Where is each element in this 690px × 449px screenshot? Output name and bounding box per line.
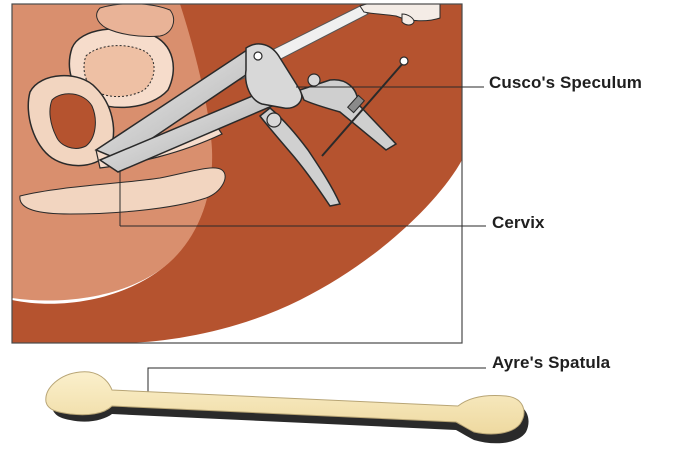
speculum-label: Cusco's Speculum [489, 73, 642, 93]
spatula-label: Ayre's Spatula [492, 353, 610, 373]
cervix-label: Cervix [492, 213, 545, 233]
spatula-instrument-icon [46, 372, 529, 444]
anatomy-illustration [12, 0, 462, 343]
